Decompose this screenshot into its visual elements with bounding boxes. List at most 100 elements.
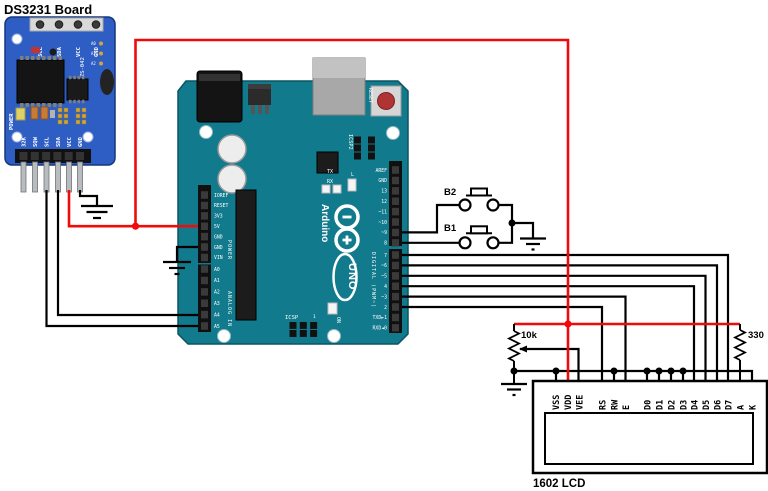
junction-rw [610, 367, 618, 375]
wire-wiper-vee [520, 347, 580, 381]
ds-top-pin-label: SCL [38, 46, 44, 57]
capacitor-smd [50, 110, 55, 118]
lcd-pin-e: E [622, 405, 632, 410]
addr-pad-label: A1 [91, 51, 96, 56]
icsp2-label: ICSP2 [347, 134, 353, 150]
resistor-330: 330 [732, 324, 764, 381]
ds-bottom-pin-label: VCC [67, 137, 73, 147]
junction-buttons [508, 219, 516, 227]
res-zigzag [732, 329, 748, 361]
lcd-pin-d5: D5 [702, 400, 712, 410]
power-jack [196, 70, 243, 123]
pin-label-12: 12 [381, 199, 387, 205]
reset-button-cap [377, 92, 395, 110]
atmega-chip [235, 189, 257, 321]
ds-top-pin-label: GND [94, 46, 100, 57]
analog-header [198, 264, 211, 332]
b1-terminal-left [458, 236, 472, 250]
b2-knob [470, 187, 488, 197]
uno-oval [332, 252, 358, 302]
wire-pin2-rs [402, 305, 604, 381]
junction-dots [508, 219, 687, 375]
pad-hole [91, 20, 101, 29]
resistor-smd [40, 106, 49, 120]
regulator-leg [251, 105, 255, 114]
capacitor [217, 134, 247, 164]
icsp-pin1-label: 1 [313, 314, 316, 320]
ground-buttons [520, 237, 546, 251]
wire-pin4-d4 [402, 285, 696, 381]
left-pin-labels: IOREF RESET 3V3 5V GND GND VIN A0 A1 A2 … [214, 193, 229, 330]
lcd-pin-d7: D7 [725, 400, 735, 410]
power-group-label: POWER [226, 240, 232, 260]
ds-model-label: ZS-042 [80, 57, 86, 77]
b1-terminal-right [486, 236, 500, 250]
wire-gnd-bus [514, 369, 754, 381]
ds3231-board: SCL SDA VCC GND ZS-042 A0 A1 A2 [4, 16, 116, 193]
pin-label-gnd: GND [214, 234, 223, 240]
ds-top-pin-label: SDA [57, 46, 63, 57]
wire-buttons-gnd [512, 221, 535, 238]
arduino-uno-board: RESET ICSP2 TX RX L Arduino UNO [177, 57, 409, 345]
red-wires [67, 38, 740, 381]
lcd-pin-rs: RS [599, 400, 609, 410]
rx-led [332, 184, 342, 194]
pin-label-vin: VIN [214, 255, 223, 261]
pin-label-11: ~11 [378, 209, 387, 215]
junction-red-vdd [564, 320, 572, 328]
lcd-pin-d3: D3 [680, 400, 690, 410]
addr-pad [99, 41, 103, 46]
pin-label-rx0: RXD◄0 [373, 326, 388, 332]
eeprom-chip [66, 78, 89, 101]
ds-bottom-pin-label: SQW [33, 136, 39, 147]
arduino-brand: Arduino [319, 204, 330, 242]
pin-label-a5: A5 [214, 324, 220, 330]
battery-holder-edge [100, 69, 114, 95]
ds-bottom-pin-label: SDA [56, 136, 62, 147]
lcd-pin-vdd: VDD [564, 395, 574, 410]
red-component [31, 47, 40, 53]
ground-ds3231 [81, 204, 113, 220]
mounting-hole [327, 329, 341, 343]
wire-uno-gnd [175, 245, 198, 262]
lcd-pin-rw: RW [611, 399, 621, 410]
ds3231-title: DS3231 Board [4, 2, 92, 17]
pin-label-9: ~9 [381, 230, 387, 236]
wire-5v-loop-vdd [134, 38, 570, 381]
power-jack-top [199, 74, 240, 81]
mounting-hole [386, 126, 400, 140]
pin-label-5: ~5 [381, 274, 387, 280]
junction-vss [552, 367, 560, 375]
pin-label-a4: A4 [214, 312, 220, 318]
digital-group-label: DIGITAL (PWM~) [370, 252, 376, 308]
lcd-pin-d4: D4 [691, 400, 701, 410]
pad-hole [35, 20, 45, 29]
digital-header-bottom [389, 249, 402, 333]
pad-hole [54, 20, 64, 29]
capacitor [217, 164, 247, 194]
top-pad-strip [29, 17, 104, 32]
b1-knob [470, 225, 488, 235]
pin-label-gnd: GND [378, 178, 387, 184]
addr-pad [99, 61, 103, 66]
wire-pin9-b2 [402, 203, 459, 234]
pin-label-6: ~6 [381, 263, 387, 269]
addr-pad [99, 51, 103, 56]
black-wires [45, 190, 754, 381]
wire-ds-vcc [67, 190, 136, 228]
lcd-pin-a: A [737, 405, 747, 410]
pot-wiper-arrow [519, 345, 527, 353]
mounting-hole [11, 131, 23, 143]
uno-label: UNO [346, 263, 358, 290]
usb-port-top [313, 58, 365, 78]
lcd-pin-d0: D0 [644, 400, 654, 410]
mounting-hole [217, 329, 231, 343]
ground-arduino [163, 260, 191, 276]
ds-bottom-pin-label: GND [78, 136, 84, 147]
ds-bottom-pin-label: SCL [45, 136, 51, 147]
pin-label-10: ~10 [378, 220, 387, 226]
icsp-label: ICSP [285, 315, 299, 321]
pin-label-ioref: IOREF [214, 193, 229, 199]
wire-pin6-d6 [402, 264, 719, 381]
